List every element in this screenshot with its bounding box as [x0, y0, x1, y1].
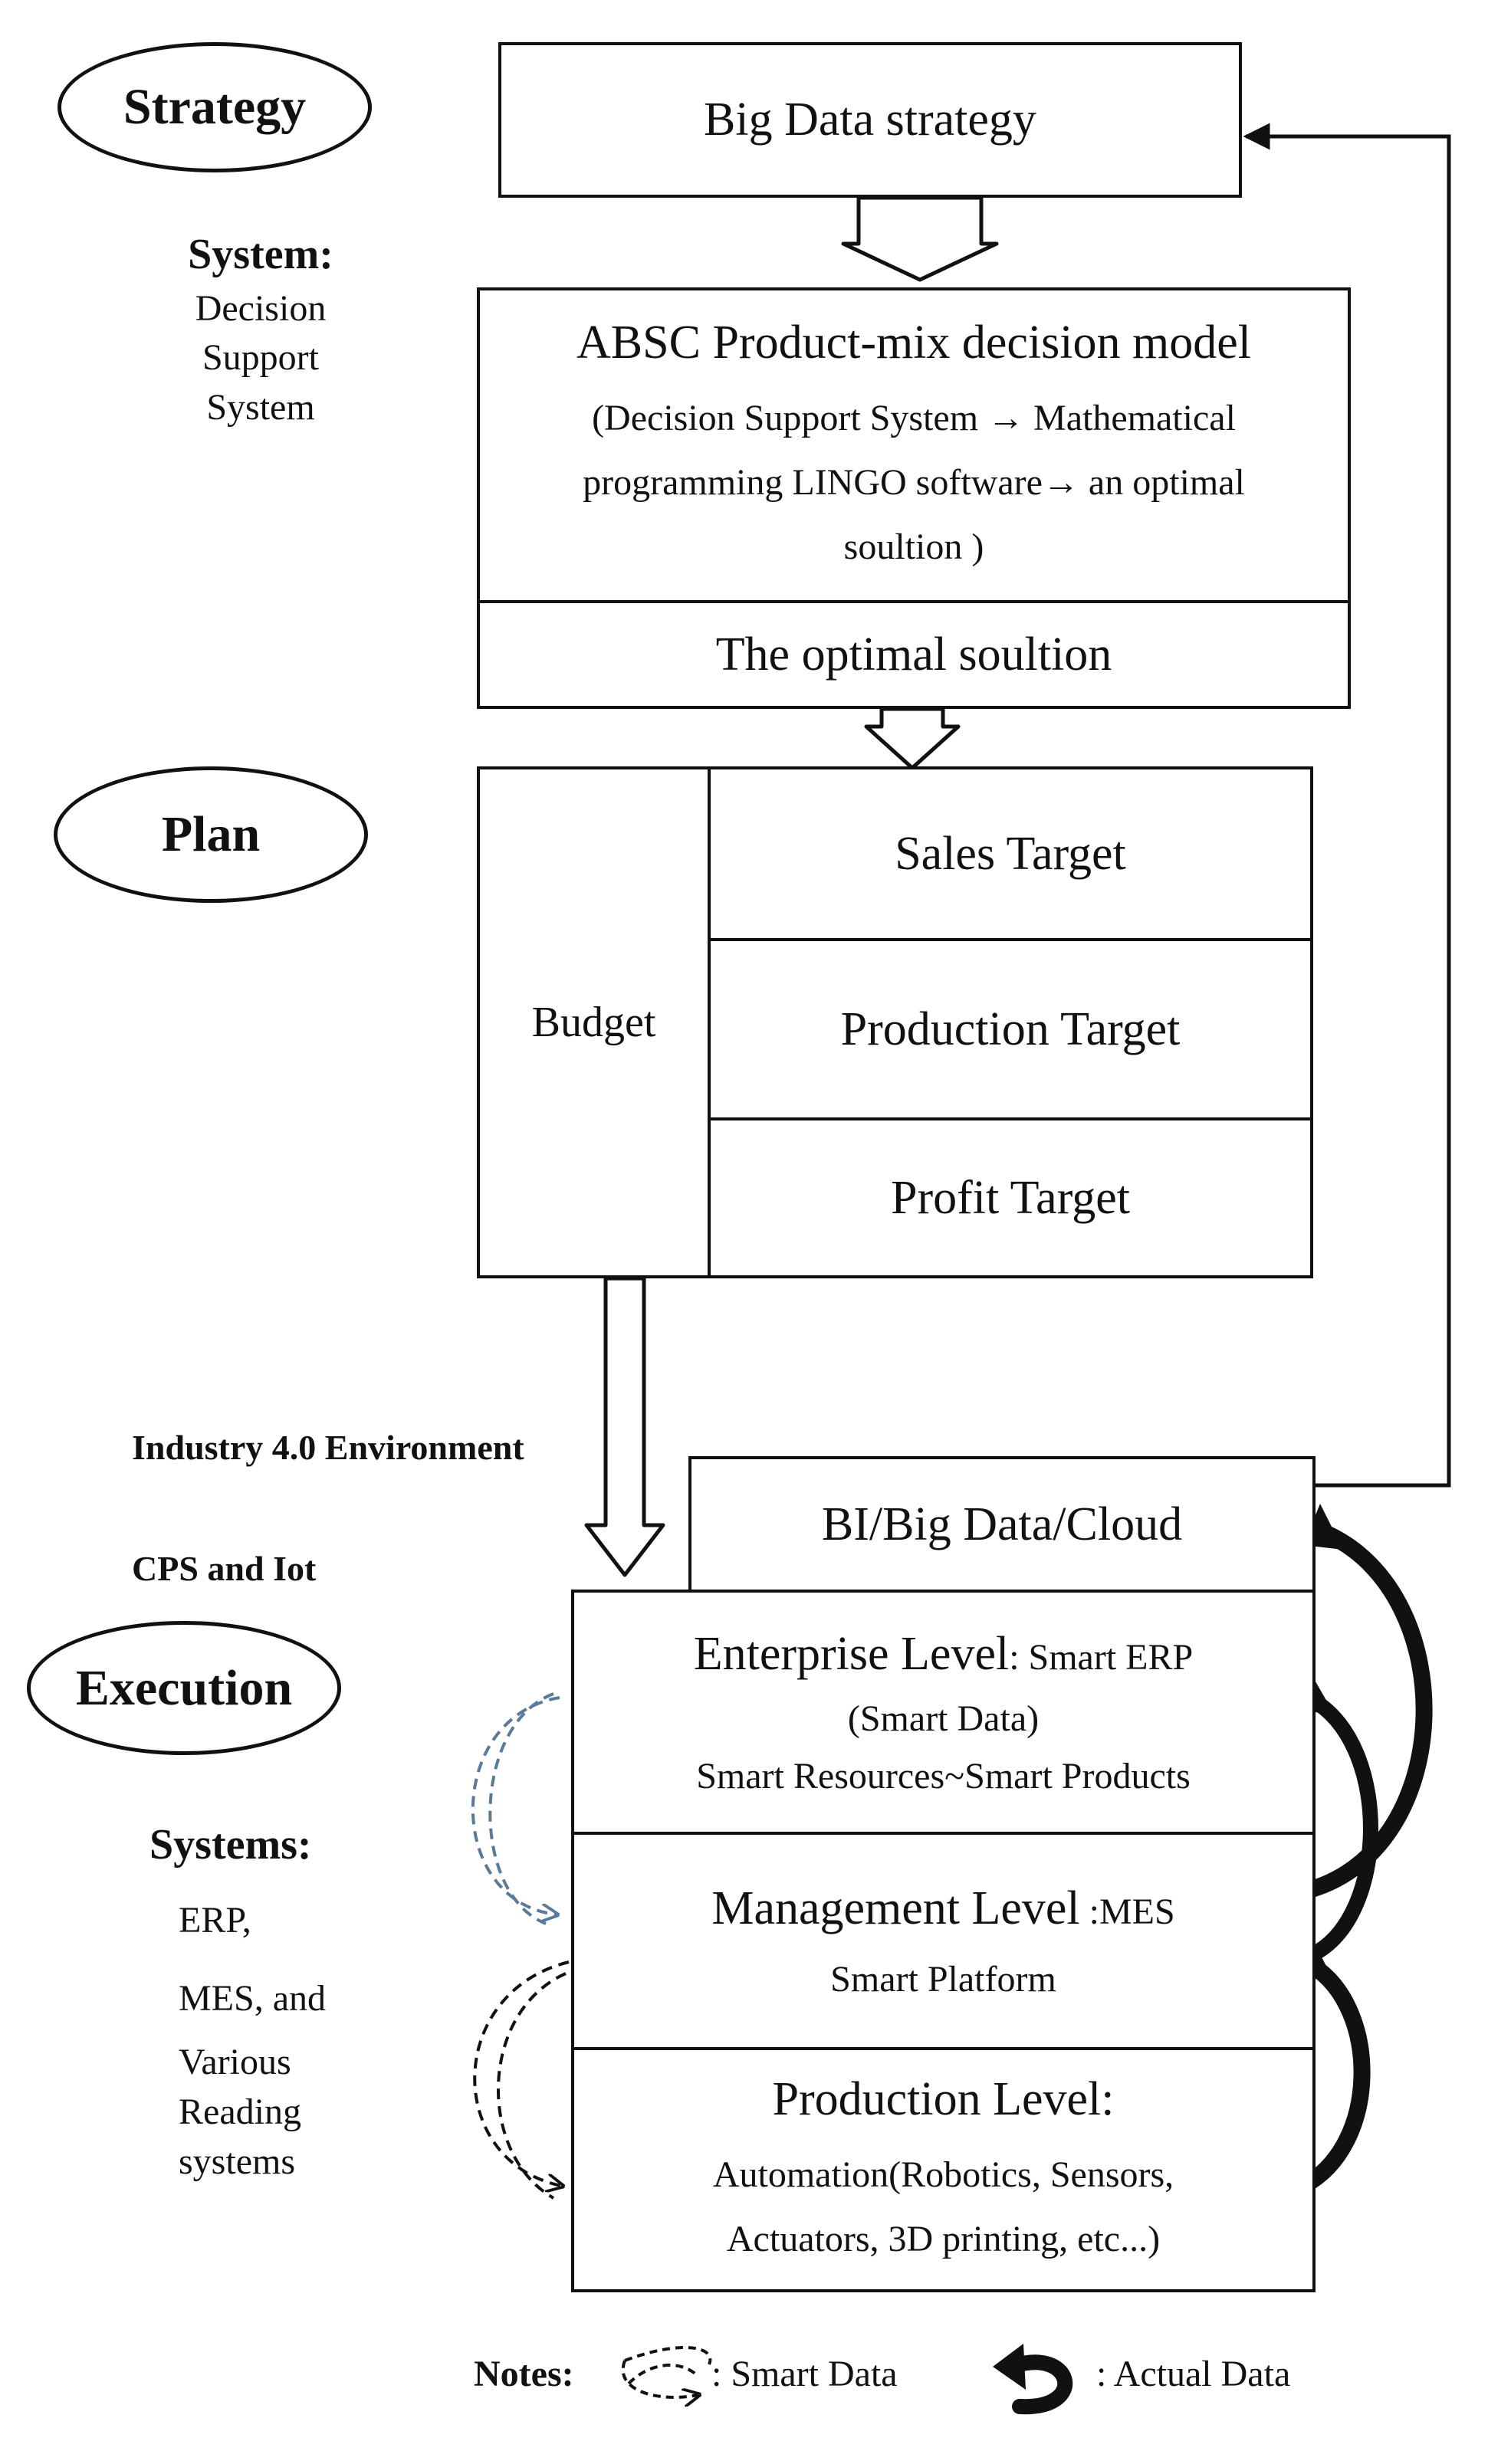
systems-label-line: Various [179, 2042, 291, 2083]
enterprise-level-suffix: : Smart ERP [1009, 1637, 1194, 1678]
actual-data-legend-icon [993, 2344, 1073, 2415]
arrow-plan-to-execution [584, 1276, 665, 1577]
optimal-solution-box: The optimal soultion [477, 600, 1351, 709]
phase-strategy-label: Strategy [123, 79, 307, 135]
phase-execution-label: Execution [75, 1659, 293, 1716]
enterprise-level-line: (Smart Data) [847, 1698, 1040, 1740]
bi-big-data-cloud-label: BI/Big Data/Cloud [821, 1498, 1183, 1550]
actual-data-legend-label: : Actual Data [1096, 2354, 1291, 2394]
decision-model-title: ABSC Product-mix decision model [576, 317, 1252, 369]
systems-label-line: systems [179, 2141, 296, 2182]
smart-data-legend-label: : Smart Data [711, 2354, 898, 2394]
optimal-solution-label: The optimal soultion [715, 628, 1112, 681]
decision-model-line: programming LINGO software→ an optimal [583, 461, 1245, 503]
arrow-strategy-to-model [841, 195, 999, 282]
arrow-solution-to-plan [864, 707, 961, 770]
phase-strategy: Strategy [57, 42, 372, 172]
sales-target-box: Sales Target [708, 766, 1313, 941]
notes-label: Notes: [474, 2354, 574, 2394]
feedback-line-bi-to-strategy [1243, 123, 1451, 1488]
management-level-title: Management Level [711, 1882, 1080, 1935]
phase-plan-label: Plan [161, 806, 261, 862]
industry-environment-label: Industry 4.0 Environment [132, 1428, 524, 1467]
production-level-title: Production Level: [772, 2073, 1115, 2126]
actual-data-arrow-production-to-management [1295, 1957, 1371, 2194]
production-level-line: Automation(Robotics, Sensors, [712, 2154, 1174, 2195]
production-level-box: Production Level: Automation(Robotics, S… [571, 2047, 1316, 2292]
production-target-box: Production Target [708, 938, 1313, 1120]
budget-box: Budget [477, 766, 711, 1278]
production-target-label: Production Target [840, 1002, 1181, 1055]
systems-label-line: Reading [179, 2091, 301, 2132]
actual-data-arrow-management-to-enterprise [1296, 1692, 1378, 1966]
enterprise-level-title: Enterprise Level [693, 1628, 1010, 1681]
phase-execution: Execution [27, 1621, 341, 1755]
system-label-line: Support [202, 337, 319, 379]
cps-iot-label: CPS and Iot [132, 1549, 317, 1588]
profit-target-label: Profit Target [891, 1171, 1130, 1224]
system-label-line: Decision [195, 287, 327, 329]
profit-target-box: Profit Target [708, 1117, 1313, 1278]
smart-data-arrow-enterprise-to-management [471, 1696, 560, 1914]
big-data-strategy-box: Big Data strategy [498, 42, 1242, 198]
management-level-suffix: :MES [1079, 1891, 1175, 1933]
actual-data-arrow-enterprise-to-bi [1295, 1524, 1433, 1900]
decision-model-line: soultion ) [843, 526, 984, 567]
systems-label-line: MES, and [179, 1978, 326, 2019]
bi-big-data-cloud-box: BI/Big Data/Cloud [688, 1456, 1316, 1593]
smart-data-arrow-management-to-production [473, 1960, 570, 2186]
sales-target-label: Sales Target [895, 827, 1126, 880]
management-level-box: Management Level :MES Smart Platform [571, 1832, 1316, 2050]
decision-model-line: (Decision Support System → Mathematical [592, 397, 1236, 438]
smart-data-legend-icon [621, 2346, 712, 2397]
phase-plan: Plan [54, 766, 368, 903]
systems-label: Systems: ERP, MES, and Various Reading s… [149, 1816, 395, 2187]
system-label-title: System: [188, 231, 333, 278]
enterprise-level-box: Enterprise Level: Smart ERP (Smart Data)… [571, 1590, 1316, 1835]
budget-label: Budget [531, 999, 656, 1046]
system-label: System: Decision Support System [146, 226, 376, 433]
system-label-line: System [206, 387, 315, 428]
systems-label-title: Systems: [149, 1821, 312, 1869]
management-level-line: Smart Platform [830, 1958, 1056, 2000]
enterprise-level-line: Smart Resources~Smart Products [696, 1755, 1191, 1796]
decision-model-box: ABSC Product-mix decision model (Decisio… [477, 287, 1351, 603]
big-data-strategy-label: Big Data strategy [704, 94, 1036, 146]
systems-label-line: ERP, [179, 1899, 251, 1941]
production-level-line: Actuators, 3D printing, etc...) [726, 2218, 1161, 2259]
